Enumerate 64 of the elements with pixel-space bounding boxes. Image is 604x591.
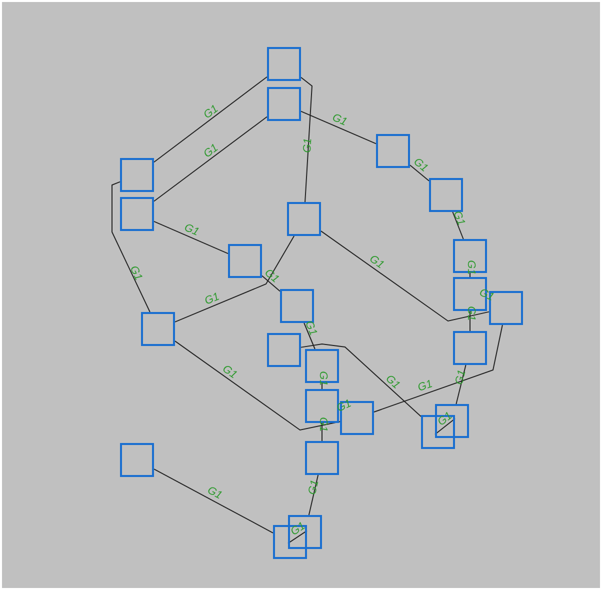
free-label: G1 — [334, 398, 354, 415]
connector-line — [300, 110, 376, 144]
node-box — [287, 202, 321, 236]
edge-label: G1 — [200, 102, 221, 122]
free-label: G1 — [476, 287, 496, 304]
edge-label: G1 — [366, 253, 386, 272]
node-box — [280, 289, 314, 323]
edge-label: G1 — [182, 222, 202, 238]
connector-line — [174, 340, 340, 431]
edge-label: G1 — [464, 259, 476, 276]
connector-line — [452, 212, 464, 240]
edge-label: G1 — [302, 318, 318, 338]
edge-label: G1 — [261, 266, 282, 286]
edge-label: G1 — [454, 368, 469, 386]
connector-line — [304, 322, 316, 350]
connector-line — [174, 236, 295, 322]
connector-line — [300, 76, 313, 202]
node-box — [267, 87, 301, 121]
edge-label: G1 — [288, 520, 308, 539]
connector-line — [456, 364, 466, 404]
connector-line — [300, 344, 422, 417]
edge-label: G1 — [410, 156, 430, 176]
edge-label: G1 — [316, 416, 328, 433]
node-box — [141, 312, 175, 346]
connector-line — [262, 275, 280, 292]
node-box — [453, 239, 487, 273]
connector-line — [112, 181, 150, 312]
node-box — [288, 515, 322, 549]
edge-label: G1 — [416, 378, 436, 394]
node-box — [376, 134, 410, 168]
connector-line — [308, 474, 319, 516]
connector-line — [410, 164, 430, 182]
connector-line — [434, 418, 456, 435]
node-box — [120, 197, 154, 231]
edge-label: G1 — [435, 410, 456, 428]
node-box — [228, 244, 262, 278]
edge-label: G1 — [382, 372, 402, 392]
node-box — [305, 441, 339, 475]
connector-line — [154, 76, 268, 163]
connector-line — [154, 116, 268, 202]
connector-line — [154, 220, 228, 254]
node-box — [120, 158, 154, 192]
edge-label: G1 — [450, 208, 467, 228]
node-box — [267, 47, 301, 81]
edge-label: G1 — [316, 370, 328, 387]
edge-label: G1 — [126, 263, 144, 283]
edge-label: G1 — [306, 478, 322, 497]
connector-line — [154, 468, 274, 534]
edge-label: G1 — [204, 484, 224, 502]
edge-label: G1 — [202, 290, 222, 308]
node-box — [120, 443, 154, 477]
edge-label: G1 — [200, 142, 221, 161]
edge-label: G1 — [219, 362, 240, 382]
node-box — [453, 331, 487, 365]
edge-label: G1 — [329, 112, 349, 128]
node-box — [435, 404, 469, 438]
node-box — [267, 333, 301, 367]
edge-label: G1 — [302, 136, 314, 154]
node-box — [305, 349, 339, 383]
edge-label: G1 — [464, 305, 476, 322]
node-box — [429, 178, 463, 212]
connector-line — [288, 530, 308, 544]
connector-line — [374, 324, 503, 412]
connector-line — [320, 230, 490, 322]
